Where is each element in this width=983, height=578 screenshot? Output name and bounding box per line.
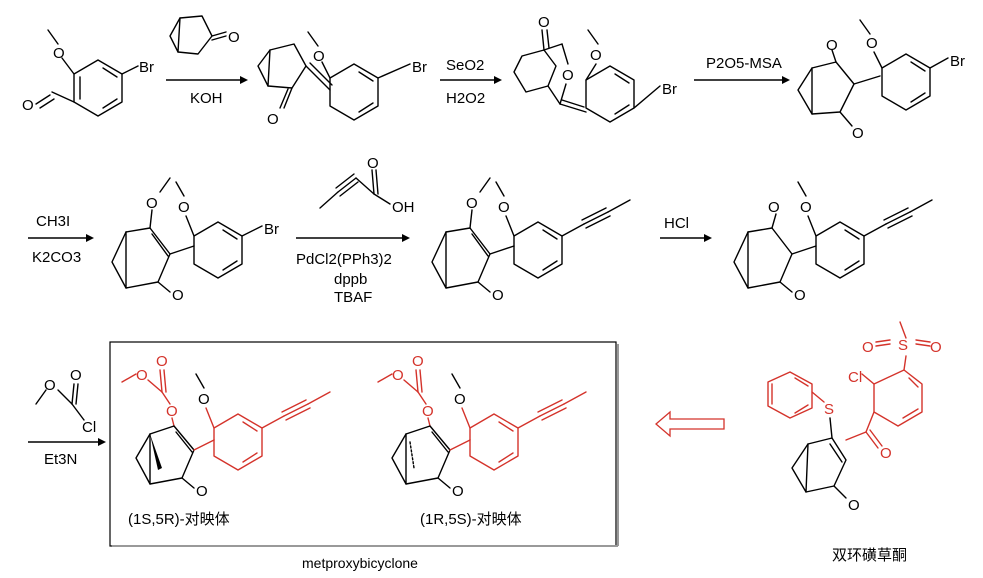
o-atom: O <box>848 497 860 514</box>
reference-compound-name: 双环磺草酮 <box>832 546 907 564</box>
o-atom: O <box>538 14 550 31</box>
o-atom: O <box>156 353 168 370</box>
acid-oh: OH <box>392 199 415 216</box>
reaction-arrow-5: O OH PdCl2(PPh3)2 dppb TBAF <box>296 155 415 306</box>
molecule-enantiomer-1s5r: O O O O O (1S,5R)-对映体 <box>121 353 331 528</box>
molecule-bicyclic-dione-br: O O Br O <box>797 19 965 142</box>
reagent-seo2: SeO2 <box>446 57 484 74</box>
reaction-arrow-7: O O Cl Et3N <box>28 367 106 468</box>
br-atom: Br <box>662 81 677 98</box>
o-atom: O <box>800 199 812 216</box>
o-atom: O <box>313 48 325 65</box>
cl-atom: Cl <box>848 369 862 386</box>
retro-arrow <box>655 410 725 438</box>
reagent-pdcl2: PdCl2(PPh3)2 <box>296 251 392 268</box>
norcamphor-reagent: O <box>169 15 240 55</box>
reagent-h2o2: H2O2 <box>446 90 485 107</box>
o-atom: O <box>862 339 874 356</box>
o-atom: O <box>562 67 574 84</box>
cl-atom: Cl <box>82 419 96 436</box>
o-atom: O <box>768 199 780 216</box>
molecule-enol-lactone: O O Br O <box>513 14 677 123</box>
o-atom: O <box>196 483 208 500</box>
o-atom: O <box>590 47 602 64</box>
o-atom: O <box>412 353 424 370</box>
o-atom: O <box>267 111 279 128</box>
molecule-dione-propynyl: O O O <box>733 181 933 304</box>
reagent-ch3i: CH3I <box>36 213 70 230</box>
o-atom: O <box>930 339 942 356</box>
o-atom: O <box>866 35 878 52</box>
o-atom: O <box>452 483 464 500</box>
reagent-k2co3: K2CO3 <box>32 249 81 266</box>
br-atom: Br <box>139 59 154 76</box>
o-atom: O <box>166 403 178 420</box>
o-atom: O <box>367 155 379 172</box>
s-atom: S <box>824 401 834 418</box>
o-atom: O <box>44 377 56 394</box>
molecule-benzylidene-norcamphor: O Br O <box>257 31 427 128</box>
reaction-arrow-1: KOH <box>166 76 248 107</box>
reaction-arrow-3: P2O5-MSA <box>694 55 790 84</box>
reagent-dppb: dppb <box>334 271 367 288</box>
o-atom: O <box>136 367 148 384</box>
s-atom: S <box>898 337 908 354</box>
reagent-p2o5-msa: P2O5-MSA <box>706 55 782 72</box>
molecule-benzobicyclon: S O O Cl O O S 双环磺草酮 <box>767 321 942 564</box>
o-atom: O <box>454 391 466 408</box>
o-atom: O <box>880 445 892 462</box>
molecule-enantiomer-1r5s: O O O O O (1R,5S)-对映体 <box>377 353 587 528</box>
reaction-arrow-6: HCl <box>660 215 712 242</box>
o-atom: O <box>70 367 82 384</box>
reagent-et3n: Et3N <box>44 451 77 468</box>
br-atom: Br <box>950 53 965 70</box>
box-caption: metproxybicyclone <box>302 555 418 571</box>
br-atom: Br <box>412 59 427 76</box>
br-atom: Br <box>264 221 279 238</box>
o-atom: O <box>22 97 34 114</box>
o-atom: O <box>826 37 838 54</box>
o-atom: O <box>228 29 240 46</box>
o-atom: O <box>422 403 434 420</box>
o-atom: O <box>466 195 478 212</box>
reaction-arrow-2: SeO2 H2O2 <box>440 57 502 107</box>
label-enantiomer-2: (1R,5S)-对映体 <box>420 511 522 528</box>
molecule-bromo-methoxybenzaldehyde: Br O O <box>22 29 154 117</box>
reaction-arrow-4: CH3I K2CO3 <box>28 213 94 266</box>
o-atom: O <box>198 391 210 408</box>
molecule-enol-ether-br: O O Br O <box>111 177 279 304</box>
o-atom: O <box>794 287 806 304</box>
o-atom: O <box>172 287 184 304</box>
o-atom: O <box>498 199 510 216</box>
o-atom: O <box>53 45 65 62</box>
o-atom: O <box>852 125 864 142</box>
reagent-hcl: HCl <box>664 215 689 232</box>
o-atom: O <box>178 199 190 216</box>
reagent-koh: KOH <box>190 90 223 107</box>
o-atom: O <box>492 287 504 304</box>
o-atom: O <box>146 195 158 212</box>
o-atom: O <box>392 367 404 384</box>
molecule-enol-ether-propynyl: O O O <box>431 177 631 304</box>
label-enantiomer-1: (1S,5R)-对映体 <box>128 511 230 528</box>
reagent-tbaf: TBAF <box>334 289 372 306</box>
